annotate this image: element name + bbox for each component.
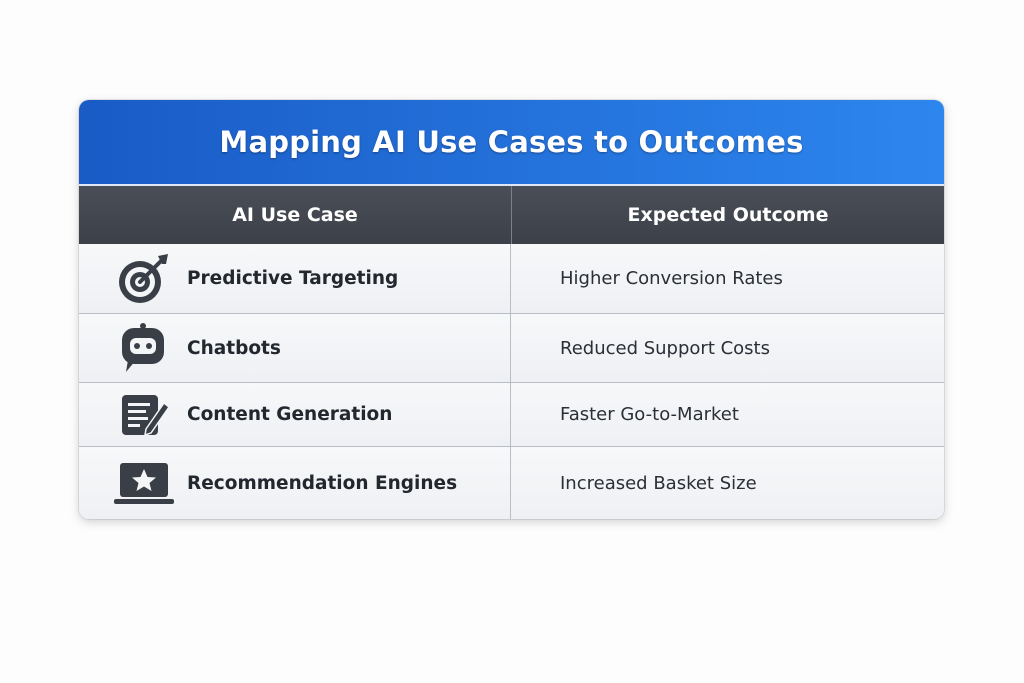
document-pencil-icon [109,385,179,445]
title-bar: Mapping AI Use Cases to Outcomes [79,100,944,186]
use-case-cell: Recommendation Engines [79,447,511,519]
use-case-label: Predictive Targeting [187,268,399,289]
outcome-cell: Increased Basket Size [560,473,757,494]
outcome-cell: Reduced Support Costs [560,337,770,359]
table-body: Predictive Targeting Higher Conversion R… [79,244,944,519]
table-row: Recommendation Engines Increased Basket … [79,447,944,519]
use-case-cell: Content Generation [79,383,511,446]
table-title: Mapping AI Use Cases to Outcomes [219,125,804,159]
table-row: Chatbots Reduced Support Costs [79,314,944,383]
laptop-star-icon [109,454,179,514]
outcome-cell: Faster Go-to-Market [560,404,739,425]
use-case-label: Chatbots [187,337,281,359]
use-case-cell: Chatbots [79,314,511,382]
target-icon [109,249,179,309]
header-expected-outcome: Expected Outcome [627,204,829,226]
table-row: Content Generation Faster Go-to-Market [79,383,944,447]
use-case-cell: Predictive Targeting [79,244,511,313]
use-case-label: Content Generation [187,404,393,425]
outcome-cell: Higher Conversion Rates [560,268,783,289]
table-header-row: AI Use Case Expected Outcome [79,186,944,244]
table-row: Predictive Targeting Higher Conversion R… [79,244,944,314]
use-case-label: Recommendation Engines [187,473,458,494]
use-case-table-card: Mapping AI Use Cases to Outcomes AI Use … [79,100,944,519]
header-use-case: AI Use Case [79,186,512,244]
chatbot-icon [109,318,179,378]
